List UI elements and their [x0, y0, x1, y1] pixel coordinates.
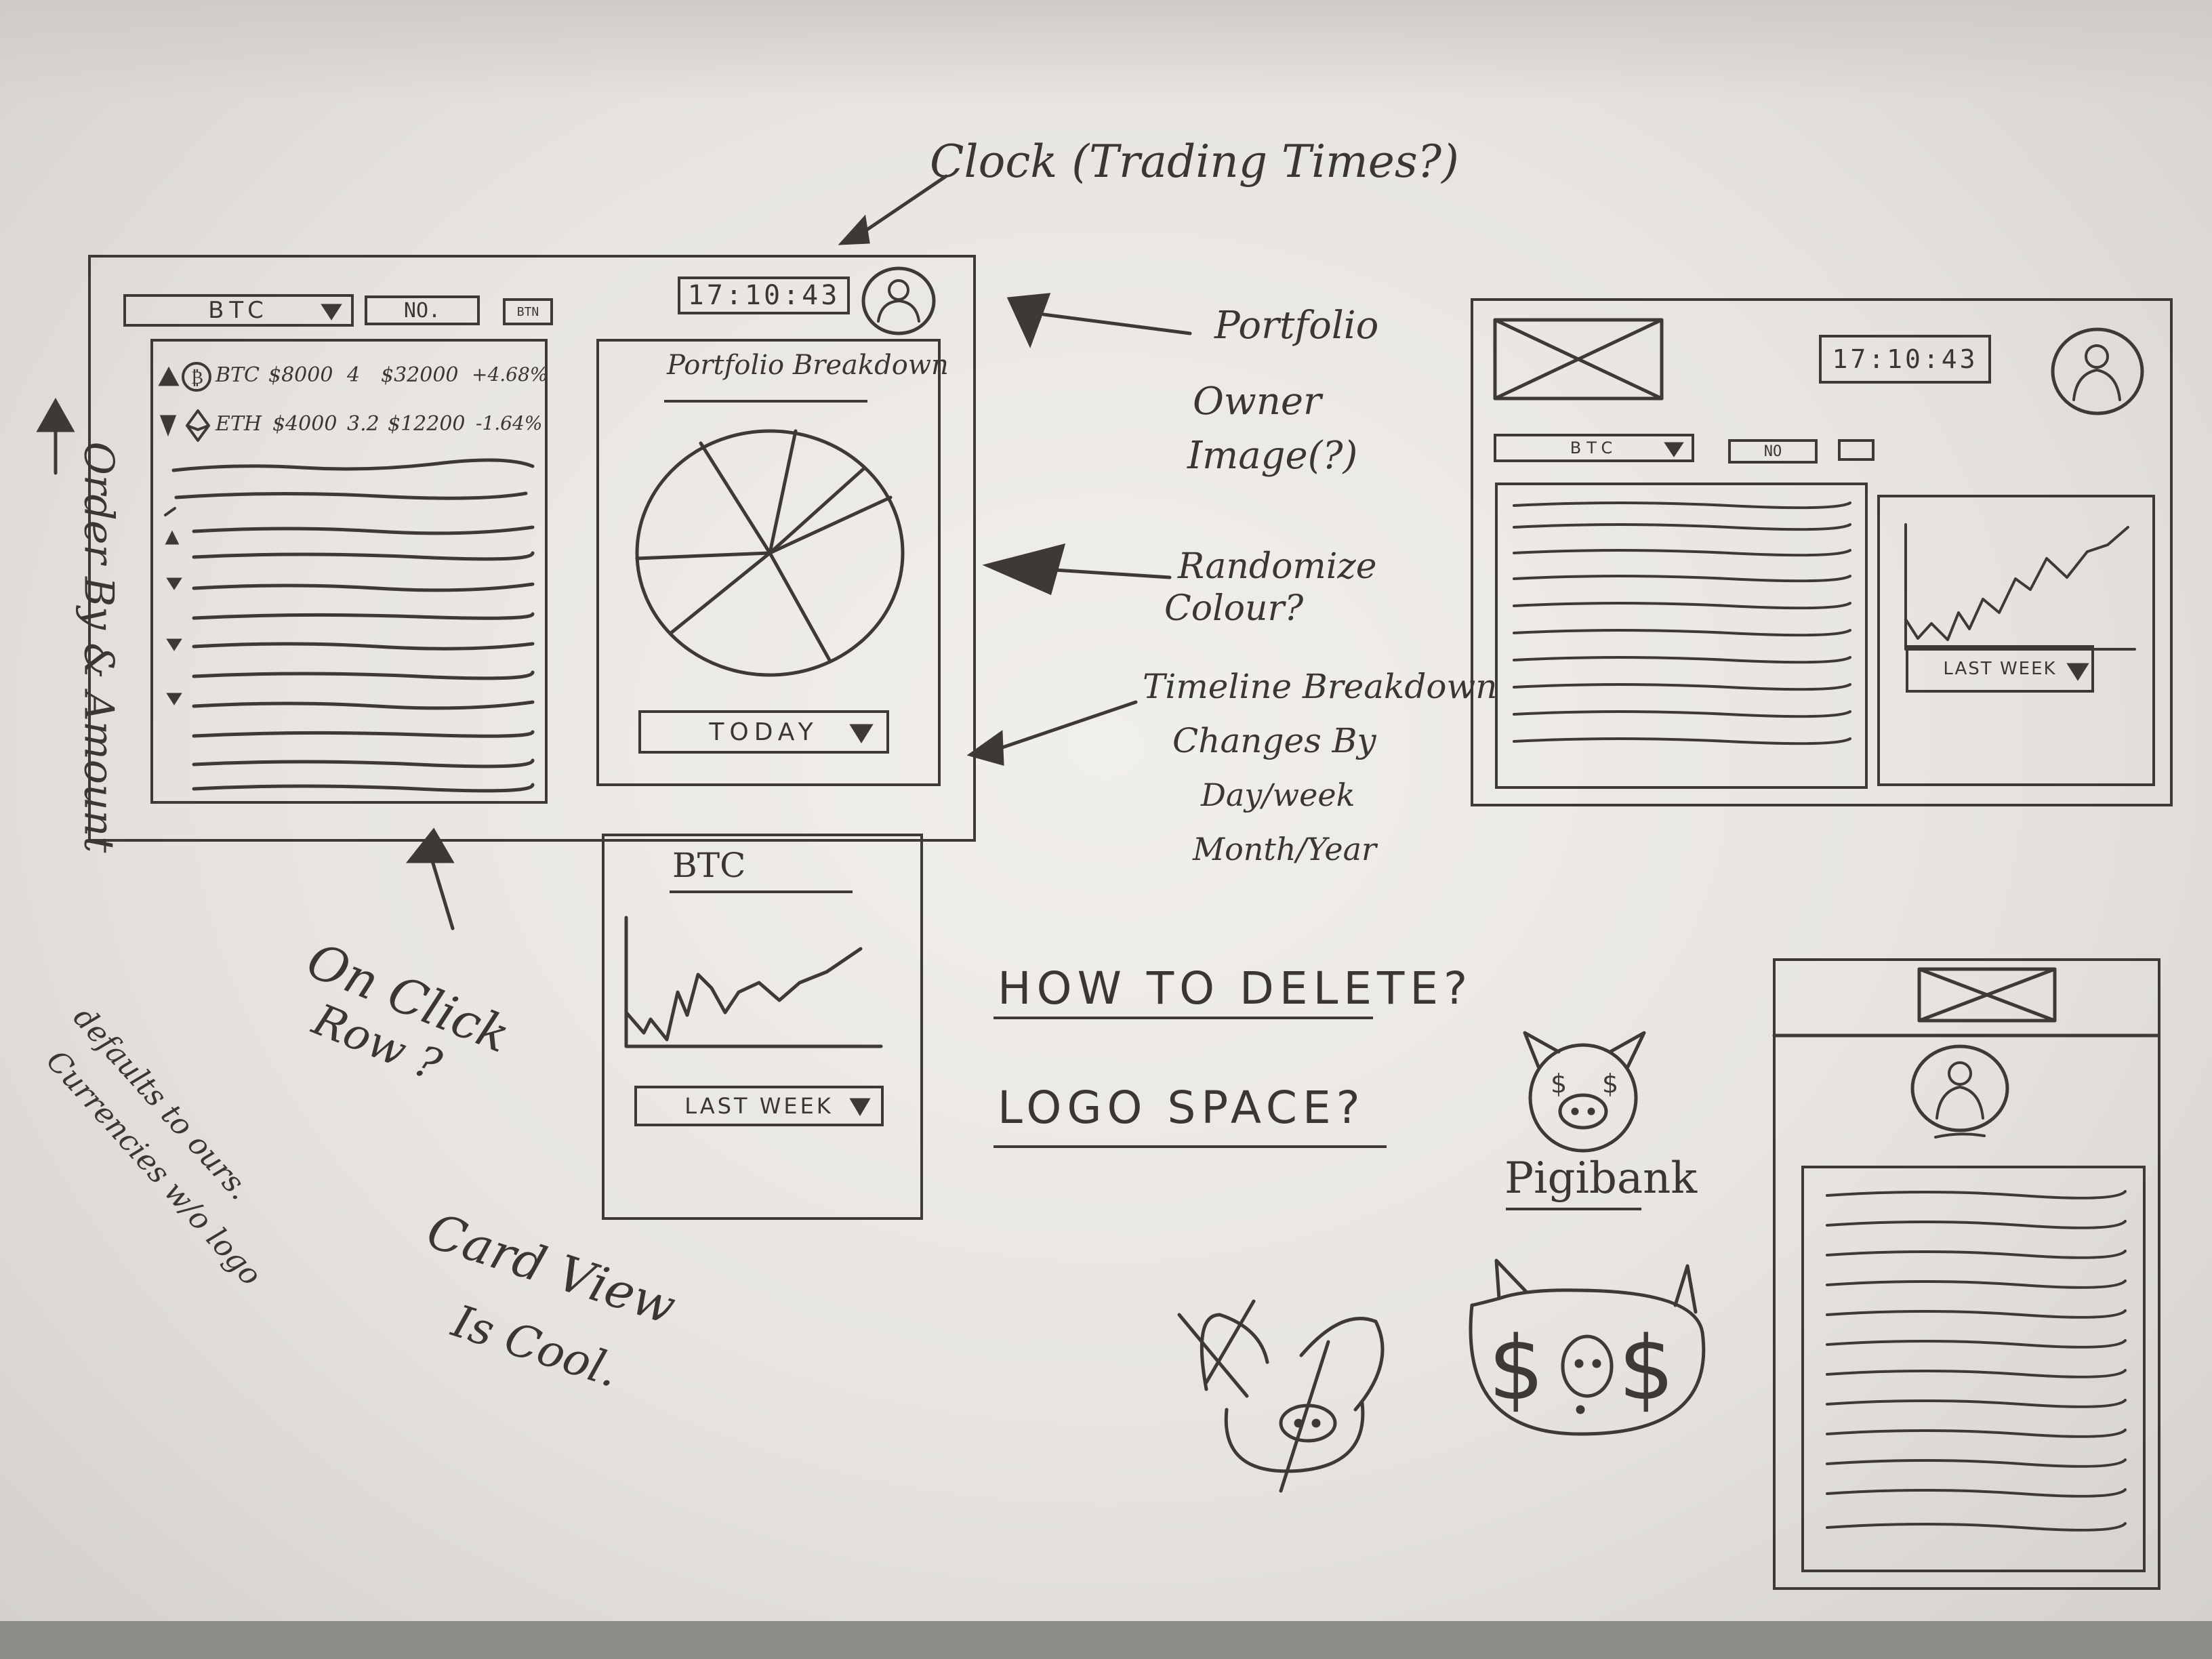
clock-display: 17:10:43 [678, 276, 850, 314]
chevron-down-icon [849, 724, 874, 743]
right-placeholder-rows [1513, 501, 1851, 745]
pigibank-label: Pigibank [1504, 1153, 1698, 1204]
timeline-dropdown[interactable]: TODAY [638, 710, 889, 754]
right-clock-time: 17:10:43 [1832, 344, 1978, 374]
arrow-icon [405, 827, 455, 930]
arrow-icon [838, 174, 948, 245]
row-coin: BTC [216, 363, 260, 387]
annotation-randomize-2: Colour? [1164, 588, 1304, 629]
row-total: $32000 [381, 363, 459, 387]
pig-face-icon: $ $ [1469, 1258, 1706, 1436]
currency-dropdown[interactable]: BTC [123, 294, 354, 327]
table-edge [0, 1621, 2212, 1659]
table-row[interactable]: ETH $4000 3.2 $12200 -1.64% [153, 404, 545, 445]
mobile-placeholder-rows [1826, 1190, 2127, 1532]
annotation-portfolio-2: Owner [1193, 380, 1322, 424]
chevron-down-icon [1664, 442, 1684, 457]
row-change: -1.64% [476, 412, 543, 434]
right-timeline-dropdown[interactable]: LAST WEEK [1906, 645, 2094, 693]
row-amount: 4 [347, 363, 361, 387]
timeline-dropdown-value: TODAY [709, 718, 819, 746]
annotation-timeline-1: Timeline Breakdown [1143, 667, 1498, 706]
card-timeline-value: LAST WEEK [684, 1093, 834, 1119]
right-line-chart [1904, 523, 2136, 651]
right-no-field[interactable]: NO [1728, 439, 1818, 464]
card-title: BTC [672, 846, 746, 885]
row-price: $8000 [268, 363, 333, 387]
card-timeline-dropdown[interactable]: LAST WEEK [634, 1086, 884, 1126]
svg-text:$: $ [1551, 1069, 1567, 1099]
coin-card: BTC LAST WEEK [602, 834, 923, 1220]
currency-table: ₿ BTC $8000 4 $32000 +4.68% ETH $4000 3.… [150, 339, 548, 804]
line-chart [624, 916, 883, 1048]
right-timeline-value: LAST WEEK [1943, 659, 2057, 679]
annotation-timeline-4: Month/Year [1193, 831, 1377, 867]
chevron-down-icon [849, 1098, 871, 1116]
triangle-up-icon [158, 366, 180, 386]
currency-dropdown-value: BTC [208, 297, 269, 324]
right-table [1495, 483, 1868, 789]
annotation-clock: Clock (Trading Times?) [930, 136, 1459, 188]
pig-sketch-icon [1177, 1299, 1385, 1493]
annotation-timeline-3: Day/week [1201, 777, 1355, 813]
chevron-down-icon [321, 304, 342, 321]
svg-text:$: $ [1618, 1317, 1675, 1420]
annotation-portfolio-3: Image(?) [1187, 434, 1358, 478]
annotation-order-by: Order By & Amount [75, 441, 123, 853]
mobile-list [1801, 1166, 2146, 1572]
right-currency-value: BTC [1570, 438, 1618, 457]
right-chart-panel: LAST WEEK [1877, 495, 2155, 786]
annotation-timeline-2: Changes By [1172, 721, 1376, 760]
row-amount: 3.2 [347, 412, 380, 436]
pig-logo-icon: $ $ [1523, 1031, 1646, 1153]
right-no-label: NO [1763, 443, 1782, 460]
row-total: $12200 [388, 412, 466, 436]
annotation-how-to-delete: HOW TO DELETE? [998, 962, 1473, 1015]
row-price: $4000 [272, 412, 337, 436]
placeholder-rows [164, 458, 535, 793]
right-avatar-icon[interactable] [2049, 327, 2146, 416]
no-field[interactable]: NO. [365, 295, 480, 325]
small-button-label: BTN [516, 304, 539, 319]
paper-shadow [0, 0, 2212, 102]
arrow-icon [982, 543, 1172, 596]
triangle-down-icon [159, 415, 177, 437]
svg-text:₿: ₿ [191, 368, 203, 388]
annotation-portfolio-1: Portfolio [1214, 304, 1379, 348]
logo-placeholder [1493, 318, 1664, 401]
mobile-avatar-icon[interactable] [1910, 1044, 2011, 1139]
small-button[interactable]: BTN [503, 298, 553, 325]
eth-logo-icon [186, 409, 210, 442]
mobile-sketch [1773, 958, 2160, 1590]
row-change: +4.68% [472, 363, 548, 386]
portfolio-panel: Portfolio Breakdown TODAY [596, 339, 949, 786]
btc-logo-icon: ₿ [182, 362, 211, 392]
mobile-header [1772, 967, 2160, 1038]
clock-time: 17:10:43 [687, 280, 840, 311]
table-row[interactable]: ₿ BTC $8000 4 $32000 +4.68% [153, 355, 548, 396]
no-field-label: NO. [403, 298, 441, 323]
portfolio-title: Portfolio Breakdown [667, 350, 949, 381]
right-clock-display: 17:10:43 [1819, 335, 1991, 384]
svg-text:$: $ [1602, 1069, 1618, 1099]
arrow-icon [1006, 293, 1192, 348]
right-window-sketch [1471, 298, 2173, 806]
row-coin: ETH [216, 412, 262, 436]
arrow-icon [36, 397, 75, 475]
right-currency-dropdown[interactable]: BTC [1494, 434, 1694, 462]
avatar-icon[interactable] [861, 266, 937, 336]
chevron-down-icon [2066, 663, 2089, 681]
svg-text:$: $ [1488, 1317, 1544, 1420]
main-window-sketch [88, 255, 976, 842]
arrow-icon [966, 700, 1138, 766]
pie-chart [635, 429, 905, 677]
annotation-logo-space: LOGO SPACE? [998, 1082, 1366, 1134]
right-small-button[interactable] [1838, 439, 1875, 461]
annotation-randomize-1: Randomize [1178, 546, 1377, 587]
